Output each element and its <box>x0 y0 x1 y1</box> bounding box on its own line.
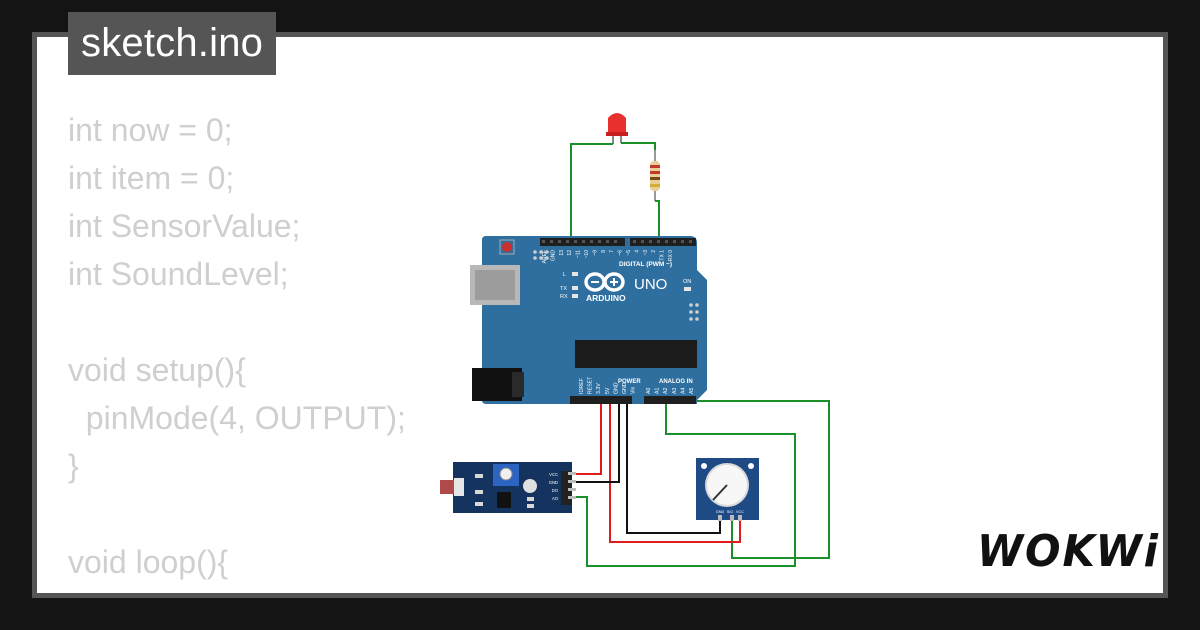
filename-tag: sketch.ino <box>68 12 277 75</box>
header-top-right <box>630 238 696 246</box>
comparator-chip <box>497 492 511 508</box>
reset-button <box>502 242 512 252</box>
pin-label: ~11 <box>576 250 582 258</box>
board-digital-label: DIGITAL (PWM ~) <box>619 261 672 268</box>
wire-5v-vcc <box>568 401 602 475</box>
code-line: int SoundLevel; <box>68 256 289 292</box>
wire-a0-ao <box>568 401 796 567</box>
wires <box>568 142 830 567</box>
pin-label: ~5 <box>626 250 632 256</box>
led-rx-label: RX <box>560 294 568 300</box>
board-model-label: UNO <box>634 276 667 293</box>
code-line: } <box>68 448 79 484</box>
pot-pin-label: GND <box>716 510 725 514</box>
pin-label: A1 <box>655 388 661 394</box>
pin-label: 4 <box>634 250 640 253</box>
pin-label: IOREF <box>579 378 585 394</box>
led-l-label: L <box>563 272 566 278</box>
pin-label: A3 <box>672 388 678 394</box>
resistor[interactable] <box>650 150 660 201</box>
pin-label: 8 <box>601 250 607 253</box>
code-line: int now = 0; <box>68 112 233 148</box>
code-line: int item = 0; <box>68 160 235 196</box>
pin-label: 13 <box>559 250 565 256</box>
atmega-chip <box>575 340 697 368</box>
potentiometer-knob-indicator <box>712 484 728 501</box>
sensor-pin-label: VCC <box>549 472 558 477</box>
led-tx-label: TX <box>560 286 567 292</box>
arduino-uno-board[interactable]: ARDUINO UNO DIGITAL (PWM ~) POWER ANALOG… <box>470 236 707 404</box>
pin-label: TX 1 <box>660 250 666 261</box>
pin-label: ~3 <box>643 250 649 256</box>
board-analog-label: ANALOG IN <box>659 379 693 385</box>
pin-label: ~10 <box>584 250 590 259</box>
board-brand-label: ARDUINO <box>586 293 626 303</box>
board-on-label: ON <box>683 279 691 285</box>
arduino-logo <box>584 272 625 292</box>
wire-pin4-resistor <box>655 200 660 241</box>
pin-label: RX 0 <box>668 250 674 261</box>
led-l <box>572 272 578 276</box>
pin-label: GND <box>622 382 628 394</box>
pin-label: A2 <box>663 388 669 394</box>
pin-label: ~6 <box>618 250 624 256</box>
code-line: pinMode(4, OUTPUT); <box>68 400 406 436</box>
board-power-label: POWER <box>618 379 641 385</box>
code-line: void loop(){ <box>68 544 229 580</box>
pin-label: 3.3V <box>596 383 602 394</box>
led-on <box>684 287 691 291</box>
pin-label: A4 <box>680 388 686 394</box>
wire-gnd-led <box>570 143 613 241</box>
code-line: SensorValue = analogRead(A5); <box>68 592 545 593</box>
pot-pin-label: VCC <box>736 510 744 514</box>
led-rx <box>572 294 578 298</box>
pin-label: 12 <box>567 250 573 256</box>
sensor-pin-labels: VCC GND DO AO <box>549 472 559 501</box>
header-analog <box>644 396 696 404</box>
wire-gnd-pot <box>626 401 721 534</box>
pin-label: 5V <box>605 387 611 394</box>
sensor-pin-label: DO <box>552 488 559 493</box>
sensor-element <box>440 480 454 494</box>
sound-sensor-module[interactable]: VCC GND DO AO <box>440 462 576 513</box>
header-power <box>570 396 632 404</box>
pin-label: A0 <box>646 388 652 394</box>
wire-a5-signal <box>693 400 830 559</box>
pin-label: Vin <box>631 386 637 394</box>
pin-label: 2 <box>651 250 657 253</box>
pot-pin-label: SIG <box>727 510 734 514</box>
pin-label: 7 <box>609 250 615 253</box>
pin-label: RESET <box>588 376 594 394</box>
wire-led-resistor <box>621 142 656 150</box>
led[interactable] <box>606 113 628 144</box>
sensor-pin-label: GND <box>549 480 558 485</box>
wokwi-logo: WOKWi <box>977 526 1160 577</box>
code-line: int SensorValue; <box>68 208 301 244</box>
pin-label: AREF <box>542 250 548 263</box>
wire-gnd-sensor <box>568 401 620 483</box>
pin-label: ~9 <box>592 250 598 256</box>
wire-5v-pot <box>609 401 741 543</box>
pin-label: GND <box>550 250 556 262</box>
pin-label: A5 <box>689 388 695 394</box>
sensor-pin-label: AO <box>552 496 559 501</box>
pin-label: GND <box>613 382 619 394</box>
code-line: void setup(){ <box>68 352 246 388</box>
code-preview: int now = 0; int item = 0; int SensorVal… <box>68 106 545 593</box>
led-tx <box>572 286 578 290</box>
